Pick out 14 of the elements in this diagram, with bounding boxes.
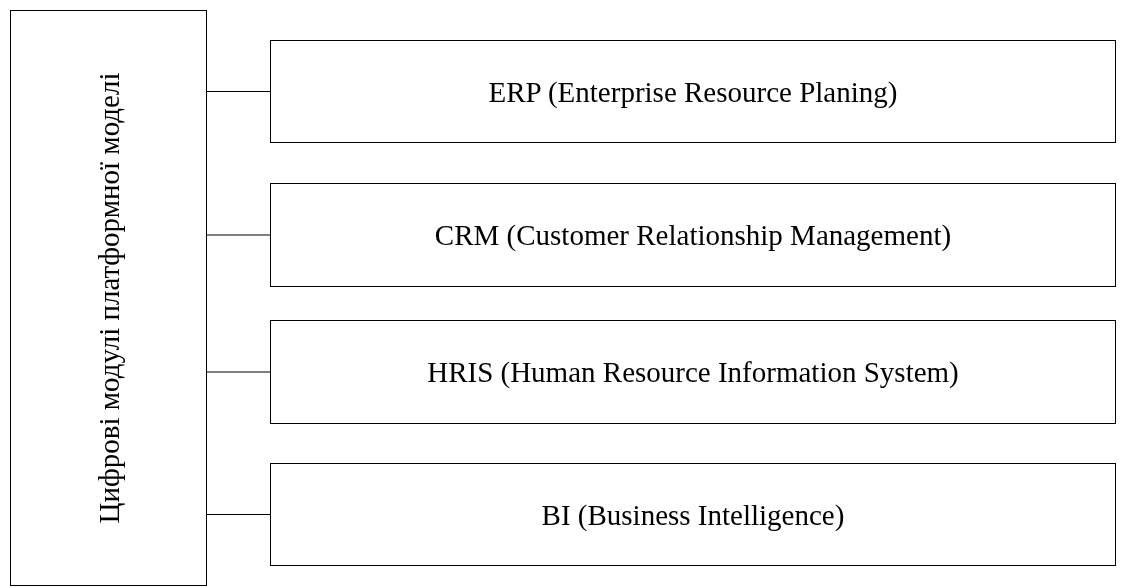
module-box <box>270 320 1116 424</box>
module-label: CRM (Customer Relationship Management) <box>433 218 953 252</box>
module-label: BI (Business Intelligence) <box>540 498 846 531</box>
module-box <box>270 463 1116 566</box>
module-label: HRIS (Human Resource Information System) <box>426 355 960 389</box>
connector-line <box>206 513 271 516</box>
module-box <box>270 40 1116 143</box>
category-title: Цифрові модулі платформної моделі <box>91 71 126 526</box>
module-label: ERP (Enterprise Resource Planing) <box>487 75 899 108</box>
connector-line <box>206 371 271 373</box>
connector-line <box>206 234 271 236</box>
module-box <box>270 183 1116 287</box>
category-box <box>10 10 207 586</box>
connector-line <box>206 90 271 93</box>
